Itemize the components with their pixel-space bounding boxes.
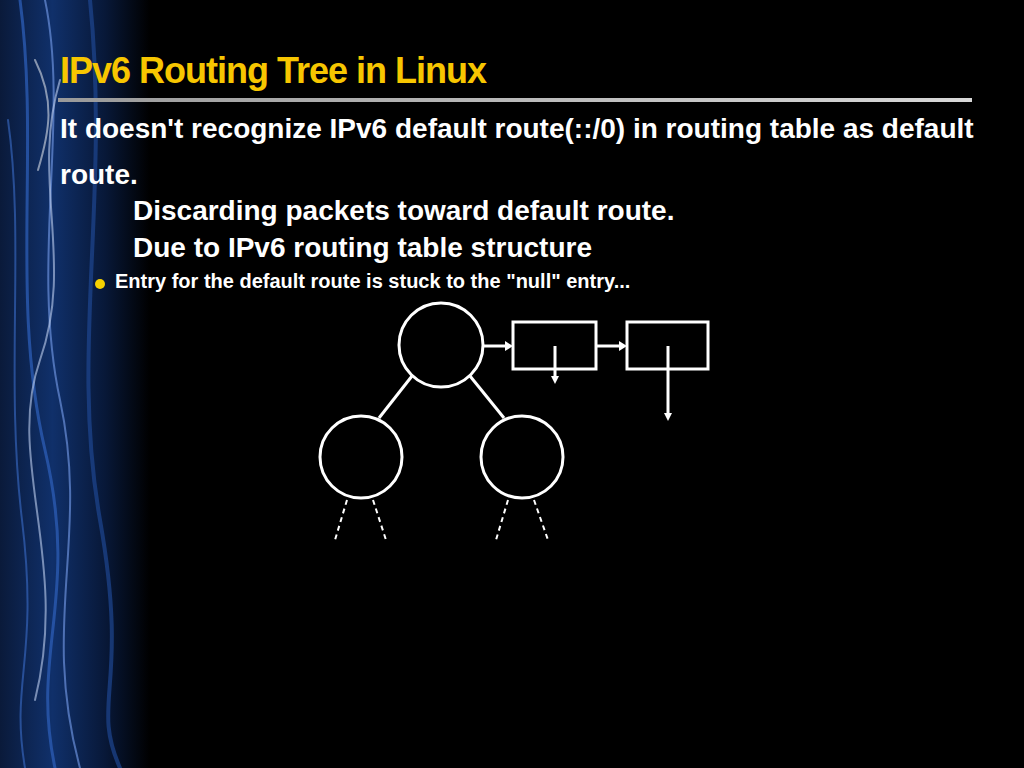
sub-point: Due to IPv6 routing table structure [133,225,592,271]
tree-continuation [335,500,548,540]
slide-title: IPv6 Routing Tree in Linux [60,50,486,92]
tree-branch [379,376,412,418]
routing-tree [320,303,708,498]
tree-branch [470,376,504,418]
pointer-line [554,346,557,377]
title-rule [58,98,972,102]
tree-child-node [320,416,402,498]
pointer-line [483,345,506,348]
body-text: It doesn't recognize IPv6 default route(… [60,106,1014,198]
pointer-line [667,346,670,414]
bullet-text: Entry for the default route is stuck to … [115,270,630,293]
tree-root-node [399,303,483,387]
bullet-dot [95,279,105,289]
arrowheads [505,341,672,421]
pointer-line [596,345,620,348]
tree-child-node [481,416,563,498]
sub-point: Discarding packets toward default route. [133,188,674,234]
